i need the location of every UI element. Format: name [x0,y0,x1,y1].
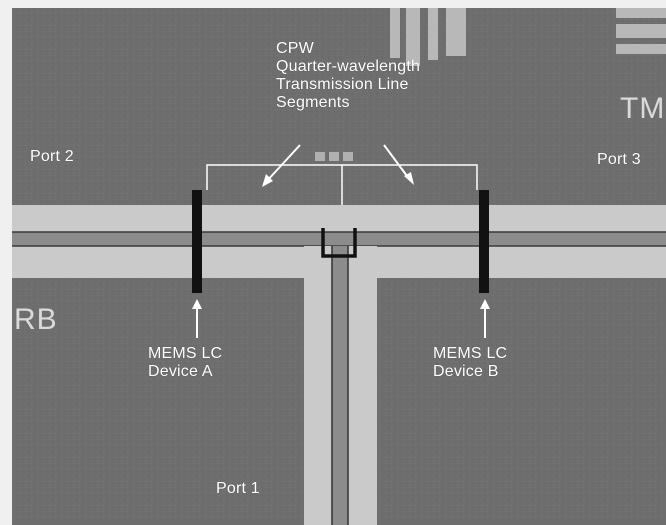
chip-marking-right: TM [620,92,666,125]
center-pad [315,152,325,161]
center-pad [343,152,353,161]
port-3-label: Port 3 [597,151,641,168]
top-pad-structure [446,8,466,56]
device-a-label-line: MEMS LC [148,345,223,362]
arrow-line-right [383,144,411,181]
mems-device-b [479,190,489,293]
arrow-head-left [262,174,273,187]
top-pad-structure [428,8,438,60]
device-b-label-line: Device B [433,363,499,380]
cpw-label-line: Transmission Line [276,76,409,93]
device-a-label-line: Device A [148,363,213,380]
arrow-head-device-a [192,299,202,309]
cpw-segments-label: CPW Quarter-wavelength Transmission Line… [276,40,420,112]
top-pad-structure [390,8,400,58]
port-1-label: Port 1 [216,480,260,497]
top-right-pad [616,44,666,54]
center-pad [329,152,339,161]
chip-marking-left: RB [14,303,58,336]
device-b-label-line: MEMS LC [433,345,508,362]
lower-right-ground-plane [377,278,666,525]
upper-ground-plane [12,8,666,205]
top-pad-structure [406,8,420,66]
cpw-horizontal-signal [12,232,666,246]
port-2-label: Port 2 [30,148,74,165]
cpw-vertical-signal [332,246,348,525]
arrow-head-right [404,172,414,185]
top-right-pad [616,8,666,18]
top-right-pad [616,24,666,38]
arrow-line-left [265,144,301,183]
device-a-label: MEMS LC Device A [148,345,222,381]
cpw-label-line: Quarter-wavelength [276,58,421,75]
lower-left-ground-plane [12,278,304,525]
device-b-label: MEMS LC Device B [433,345,507,381]
cpw-label-line: Segments [276,94,350,111]
t-junction-stub [321,228,357,258]
arrow-head-device-b [480,299,490,309]
cpw-label-line: CPW [276,40,314,57]
mems-device-a [192,190,202,293]
